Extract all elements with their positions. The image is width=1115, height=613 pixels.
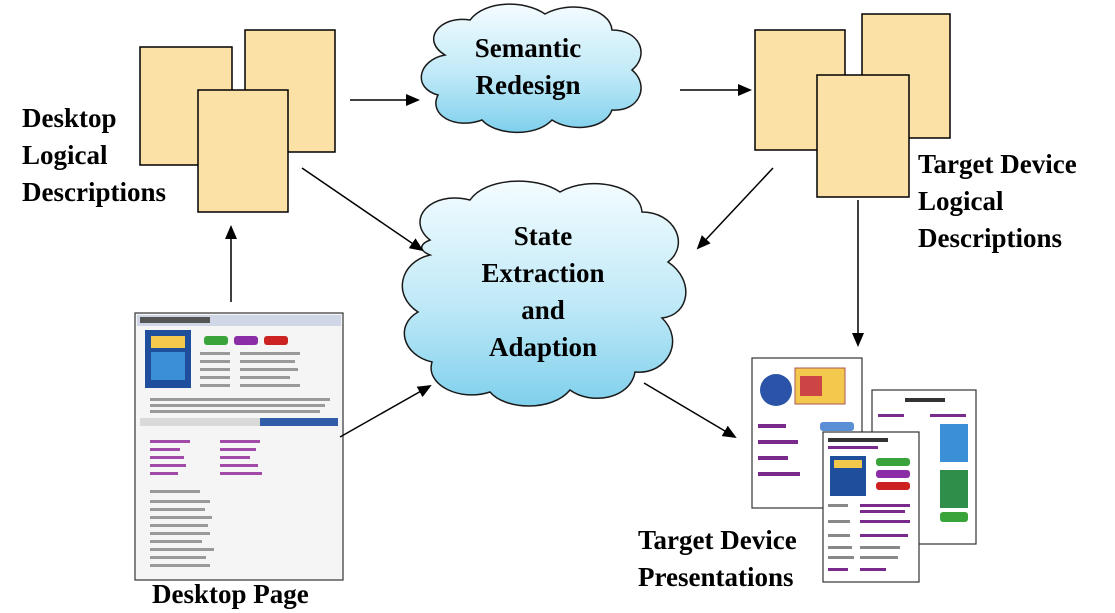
semantic-redesign-cloud — [420, 3, 642, 134]
desktop-page-label: Desktop Page — [152, 579, 309, 609]
arrows — [225, 84, 864, 439]
state-extraction-cloud — [401, 180, 687, 407]
target-logical-label: Target Device Logical Descriptions — [918, 149, 1077, 253]
target-presentations-thumbnails — [751, 357, 977, 583]
desktop-logical-label: Desktop Logical Descriptions — [22, 103, 166, 207]
arrow-page-to-state — [339, 385, 432, 438]
desktop-page-thumbnail — [134, 312, 344, 581]
arrow-state-to-presentations — [643, 382, 737, 439]
target-presentations-label: Target Device Presentations — [638, 525, 797, 592]
state-extraction-label: State Extraction and Adaption — [481, 221, 605, 362]
desktop-logical-docs — [139, 29, 336, 213]
arrow-target-docs-to-state — [696, 167, 774, 250]
target-logical-docs — [754, 13, 951, 198]
semantic-redesign-label: Semantic Redesign — [474, 33, 582, 100]
arrow-desktop-docs-to-state — [301, 167, 424, 252]
